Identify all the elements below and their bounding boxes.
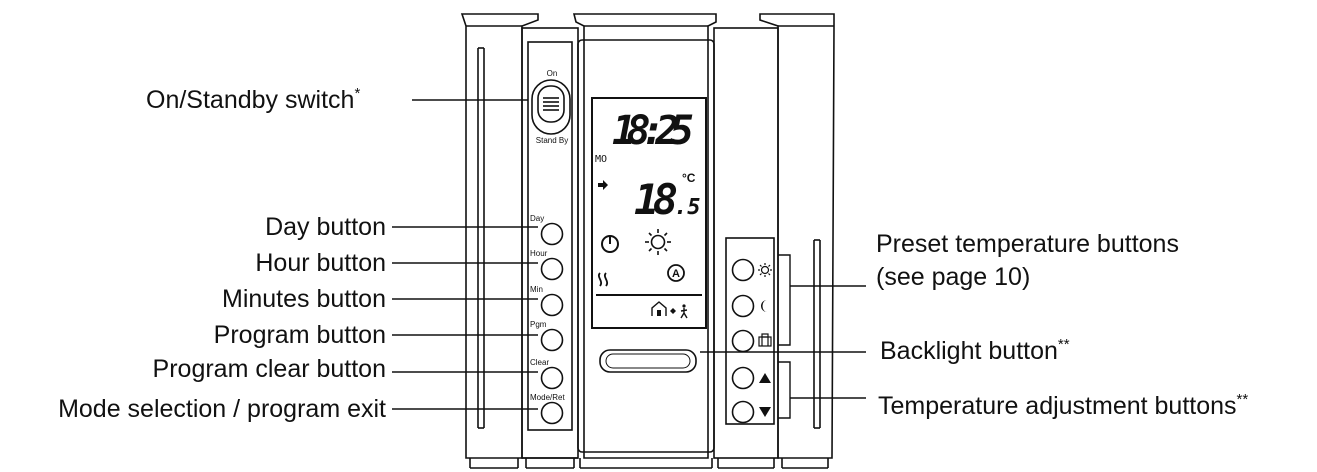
hour-key-label: Hour <box>530 249 548 258</box>
label-mode-selection: Mode selection / program exit <box>58 395 386 423</box>
label-minutes-button: Minutes button <box>222 285 386 313</box>
temp-up-button[interactable] <box>731 366 755 390</box>
backlight-button[interactable] <box>599 349 697 373</box>
label-temperature-adjustment-buttons: Temperature adjustment buttons** <box>878 391 1249 420</box>
day-button[interactable] <box>540 222 564 246</box>
mode-button[interactable] <box>540 401 564 425</box>
min-key-label: Min <box>530 285 543 294</box>
label-day-button: Day button <box>265 213 386 241</box>
day-key-label: Day <box>530 214 544 223</box>
label-on-standby-switch: On/Standby switch* <box>146 85 361 114</box>
preset-vacation-button[interactable] <box>731 329 755 353</box>
lcd-temp-main: 18 <box>634 175 678 224</box>
label-preset-temperature-buttons: Preset temperature buttons <box>876 230 1179 258</box>
lcd-day: MO <box>595 154 607 165</box>
pgm-key-label: Pgm <box>530 320 547 329</box>
label-backlight-button: Backlight button** <box>880 336 1070 365</box>
leader-lines <box>392 99 866 419</box>
down-arrow-icon <box>759 407 771 417</box>
house-icon <box>651 301 688 319</box>
right-housing-wing <box>759 13 835 469</box>
lcd-temp-decimal: .5 <box>674 195 701 220</box>
lcd-time: 18:25 <box>612 108 694 154</box>
minutes-button[interactable] <box>540 293 564 317</box>
preset-economy-button[interactable] <box>731 294 755 318</box>
hour-button[interactable] <box>540 257 564 281</box>
up-arrow-icon <box>759 373 771 383</box>
lcd-auto-symbol: A <box>672 268 680 280</box>
lcd-unit: °C <box>682 171 696 185</box>
sun-icon <box>758 263 772 277</box>
clear-button[interactable] <box>540 366 564 390</box>
label-program-clear-button: Program clear button <box>152 355 386 383</box>
heat-waves-icon <box>597 272 609 287</box>
clock-icon <box>601 235 619 253</box>
lcd-sun-icon <box>645 229 671 255</box>
arrow-icon <box>598 180 608 190</box>
label-see-page: (see page 10) <box>876 263 1031 291</box>
on-standby-switch[interactable] <box>531 79 571 135</box>
moon-icon <box>761 300 767 312</box>
switch-on-label: On <box>547 69 558 78</box>
mode-key-label: Mode/Ret <box>530 393 565 402</box>
clear-key-label: Clear <box>530 358 549 367</box>
auto-icon <box>667 264 685 282</box>
suitcase-icon <box>758 333 772 347</box>
label-program-button: Program button <box>213 321 386 349</box>
left-housing-wing <box>460 13 539 469</box>
preset-comfort-button[interactable] <box>731 258 755 282</box>
switch-standby-label: Stand By <box>536 136 568 145</box>
label-hour-button: Hour button <box>255 249 386 277</box>
lcd-display <box>591 97 707 329</box>
temp-down-button[interactable] <box>731 400 755 424</box>
program-button[interactable] <box>540 328 564 352</box>
center-body <box>572 13 717 469</box>
